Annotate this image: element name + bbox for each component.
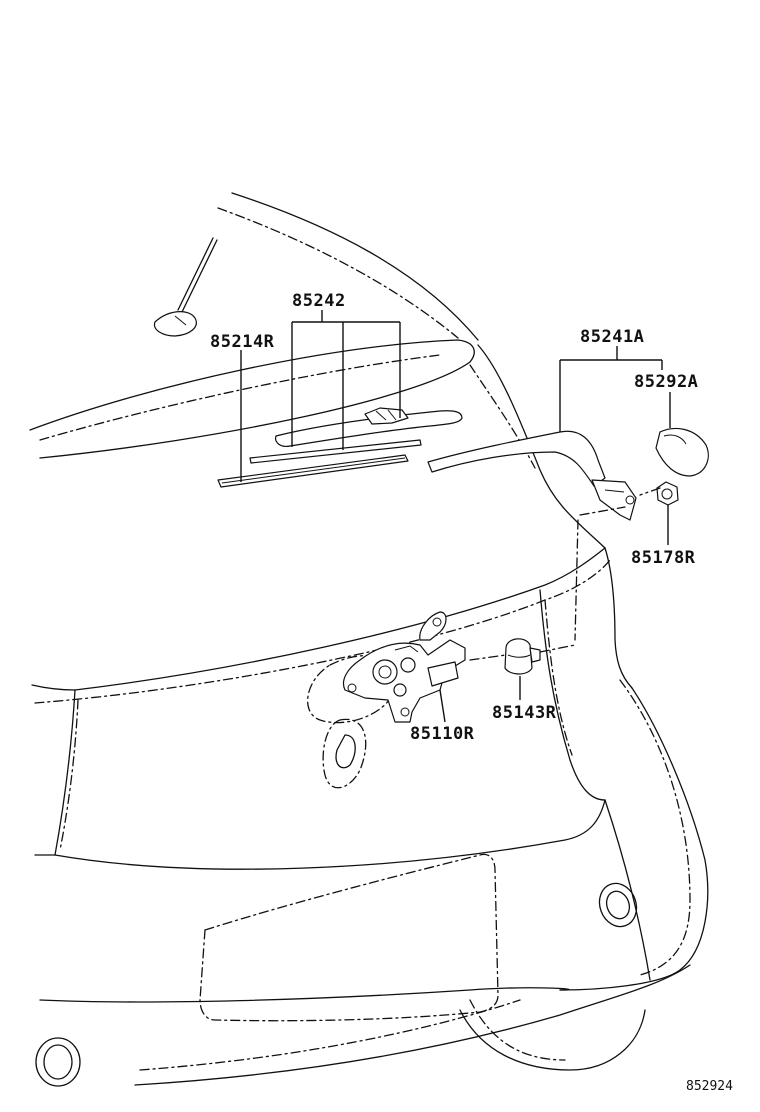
antenna — [153, 237, 218, 337]
wiper-blade-assembly — [275, 407, 463, 447]
part-labels: 85242 85214R 85241A 85292A 85178R 85143R… — [210, 291, 733, 1094]
label-85178R: 85178R — [631, 548, 696, 568]
rear-wiper-arm — [427, 430, 637, 521]
label-85241A: 85241A — [580, 327, 644, 347]
label-85242: 85242 — [292, 291, 346, 311]
vehicle-body — [29, 192, 709, 1087]
label-85214R: 85214R — [210, 332, 275, 352]
leader-lines — [240, 310, 671, 723]
wiper-blade-rubber — [217, 439, 422, 488]
alignment-lines — [469, 487, 661, 661]
wiper-arm-nut — [656, 481, 679, 506]
pivot-cushion — [504, 638, 541, 675]
label-85143R: 85143R — [492, 703, 557, 723]
rear-wiper-motor — [342, 611, 466, 723]
wiper-arm-head-cap — [655, 427, 709, 477]
diagram-code: 852924 — [686, 1079, 733, 1094]
label-85292A: 85292A — [634, 372, 698, 392]
label-85110R: 85110R — [410, 724, 475, 744]
